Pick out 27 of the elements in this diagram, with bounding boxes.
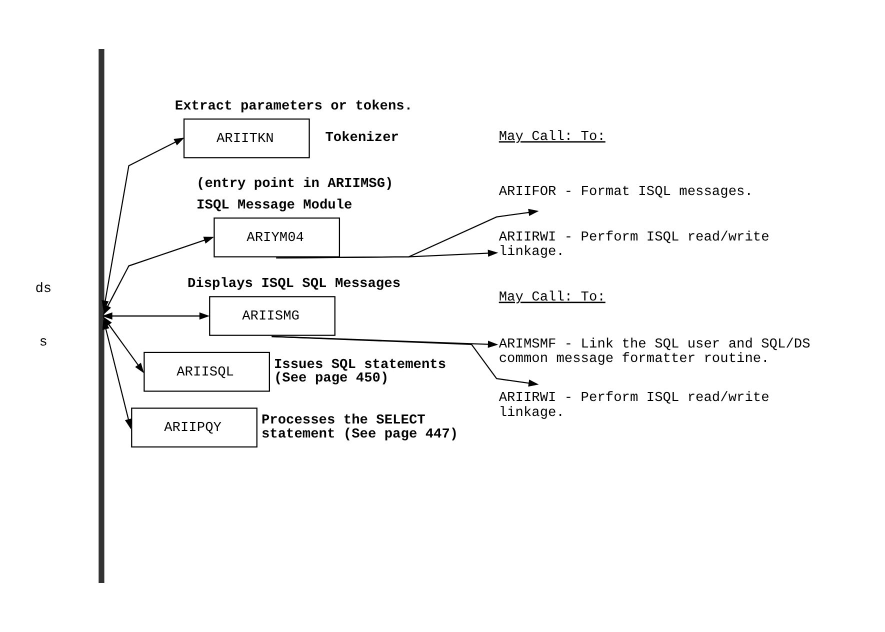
arrow (103, 236, 214, 316)
node-box: ARIISMG (209, 296, 336, 336)
label: ds (35, 282, 52, 298)
node-text: ARIMSMF - Link the SQL user and SQL/DS common message formatter routine. (498, 337, 810, 368)
node-text: ARIIFOR - Format ISQL messages. (498, 184, 753, 200)
node-box: ARIIPQY (131, 408, 258, 448)
arrow (102, 319, 132, 430)
arrow (276, 250, 498, 258)
node-label: Issues SQL statements (See page 450) (274, 358, 446, 387)
arrow (272, 336, 539, 387)
label: s (39, 336, 48, 351)
arrow (102, 312, 210, 320)
node-box: ARIITKN (183, 118, 310, 158)
node-label: ISQL Message Module (196, 198, 352, 214)
node-label: Extract parameters or tokens. (174, 99, 413, 114)
node-text: ARIIRWI - Perform ISQL read/write linkage. (498, 230, 770, 260)
node-label: (entry point in ARIIMSG) (196, 176, 394, 192)
node-label: Processes the SELECT statement (See page 447) (261, 414, 458, 442)
arrow (276, 208, 539, 258)
node-box: ARIYM04 (214, 218, 340, 258)
node-text: ARIIRWI - Perform ISQL read/write linkage. (498, 390, 770, 421)
node-box: ARIISQL (144, 352, 270, 392)
node-label: Displays ISQL SQL Messages (187, 277, 401, 292)
label: May Call: To: (498, 290, 606, 306)
node-label: Tokenizer (325, 130, 399, 146)
node-bar (98, 48, 104, 584)
label: May Call: To: (498, 130, 606, 146)
